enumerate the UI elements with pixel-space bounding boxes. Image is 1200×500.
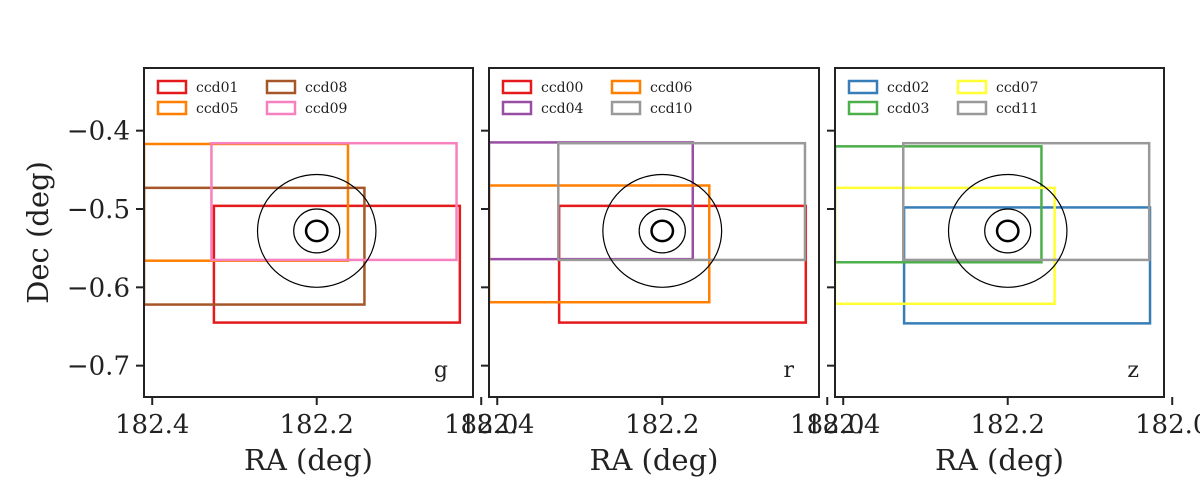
legend-swatch-ccd04 [501,100,533,116]
aperture-circle-3 [256,173,377,288]
legend-label-ccd03: ccd03 [887,101,929,117]
ccd-rect-ccd11 [902,141,1151,262]
x-axis-label: RA (deg) [590,443,719,477]
band-label: r [783,358,794,383]
legend-label-ccd04: ccd04 [541,101,584,117]
panel-g: 182.4 182.2 182.0 −0.4 −0.5 −0.6 −0.7 RA (deg) D… [21,67,518,477]
ccd-rect-ccd01 [212,204,462,324]
legend-label-ccd02: ccd02 [887,80,929,96]
aperture-circle-1 [995,219,1020,243]
legend-label-ccd00: ccd00 [541,80,583,96]
x-tick-label: 182.2 [971,410,1045,440]
legend-swatch-ccd03 [847,100,879,116]
legend-swatch-ccd02 [847,79,879,95]
aperture-circle-3 [947,173,1068,288]
legend-label-ccd07: ccd07 [996,80,1038,96]
panel-frame [143,67,474,398]
ccd-rect-ccd02 [902,206,1152,325]
y-tick-label: −0.4 [67,117,130,147]
band-label: z [1127,358,1139,383]
ccd-rect-ccd10 [557,141,807,262]
ccd-rect-ccd09 [210,141,458,262]
x-tick-label: 182.0 [1135,410,1200,440]
plot-area [489,141,808,324]
legend-label-ccd11: ccd11 [996,101,1038,117]
y-tick-label: −0.5 [67,195,130,225]
x-tick-label: 182.4 [460,410,534,440]
legend-swatch-ccd00 [501,79,533,95]
x-tick-label: 182.0 [444,410,518,440]
x-tick-label: 182.2 [625,410,699,440]
legend-swatch-ccd05 [156,100,188,116]
x-tick-label: 182.2 [280,410,354,440]
x-tick-label: 182.4 [806,410,880,440]
ccd-rect-ccd07 [835,186,1056,306]
legend-label-ccd01: ccd01 [196,80,238,96]
legend-label-ccd09: ccd09 [305,101,347,117]
panel-frame [834,67,1165,398]
ccd-rect-ccd08 [144,186,366,306]
legend: ccd02 ccd03 ccd07 ccd11 [847,79,1038,117]
legend-swatch-ccd07 [956,79,988,95]
legend-label-ccd10: ccd10 [650,101,692,117]
aperture-circle-3 [602,173,723,288]
x-tick-label: 182.4 [115,410,189,440]
legend-swatch-ccd09 [265,100,297,116]
ccd-rect-ccd03 [835,145,1043,264]
ccd-rect-ccd00 [557,204,808,324]
legend-label-ccd08: ccd08 [305,80,347,96]
legend-swatch-ccd01 [156,79,188,95]
aperture-circle-1 [304,219,329,243]
legend-swatch-ccd06 [610,79,642,95]
plot-area [835,141,1152,325]
legend-swatch-ccd10 [610,100,642,116]
legend-swatch-ccd11 [956,100,988,116]
ccd-rect-ccd05 [144,142,350,262]
x-tick-label: 182.0 [790,410,864,440]
band-label: g [434,358,448,383]
panel-frame [488,67,820,398]
x-axis-label: RA (deg) [935,443,1064,477]
ccd-rect-ccd06 [489,184,711,304]
legend-label-ccd06: ccd06 [650,80,693,96]
legend-swatch-ccd08 [265,79,297,95]
plot-area [144,141,462,324]
aperture-circle-2 [293,208,341,254]
aperture-circle-2 [638,208,686,254]
x-axis-label: RA (deg) [244,443,373,477]
y-tick-label: −0.7 [67,352,130,382]
legend-label-ccd05: ccd05 [196,101,238,117]
aperture-circle-1 [650,219,675,243]
y-tick-label: −0.6 [67,273,130,303]
y-axis-label: Dec (deg) [21,161,55,304]
legend: ccd01 ccd05 ccd08 ccd09 [156,79,347,117]
aperture-circle-2 [984,208,1032,254]
legend: ccd00 ccd04 ccd06 ccd10 [501,79,693,117]
